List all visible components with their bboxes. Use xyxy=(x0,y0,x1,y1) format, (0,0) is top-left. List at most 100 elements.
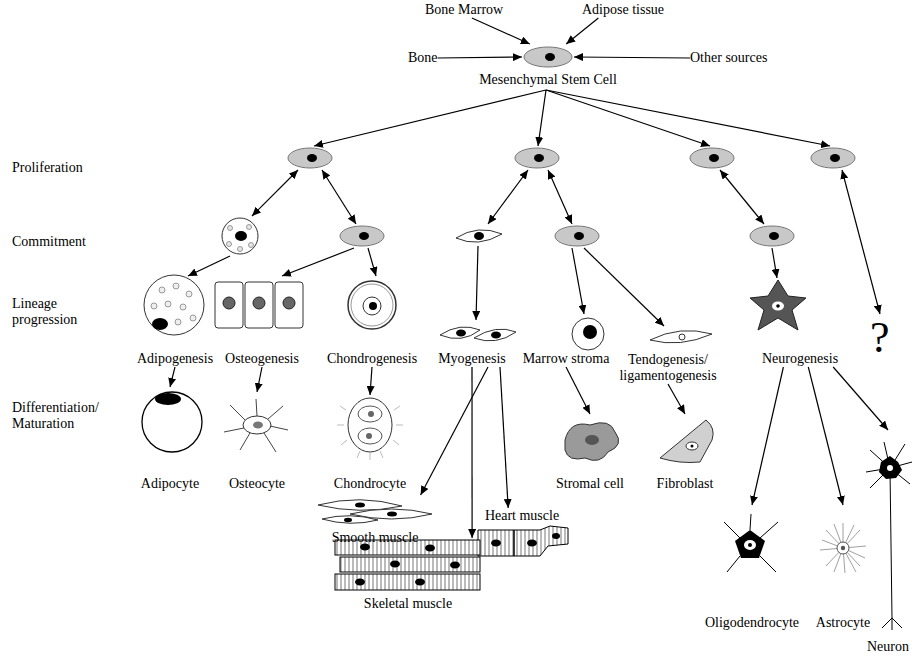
mature-cells-part xyxy=(691,445,694,448)
mature-cells-part xyxy=(425,545,435,552)
progenitor-cells-part xyxy=(772,302,784,311)
unknown-mark: ? xyxy=(870,314,890,362)
node-label: Bone Marrow xyxy=(425,2,503,18)
mature-cells-part-part xyxy=(224,428,244,432)
committed-cells-part xyxy=(555,226,599,246)
progenitor-cells-part xyxy=(351,284,393,326)
mature-cells-part-part xyxy=(727,556,740,572)
node-label: Adipogenesis xyxy=(137,351,213,367)
mature-cells-part-part xyxy=(270,426,288,430)
progenitor-cells-part xyxy=(215,282,243,328)
mature-cells-part-part xyxy=(882,618,892,628)
progenitor-cells-part xyxy=(650,331,712,343)
mature-cells-part xyxy=(335,574,480,590)
mature-cell: Fibroblast xyxy=(654,414,717,492)
mature-cells-part xyxy=(368,411,374,417)
mature-cells-part-part xyxy=(724,522,740,538)
lineage-arrows-part xyxy=(322,170,356,224)
node-label: Marrow stroma xyxy=(523,351,610,367)
mature-cells-part xyxy=(450,562,460,569)
proliferation-cells-part xyxy=(690,148,734,168)
mature-cells-part xyxy=(390,561,400,568)
committed-cells-part xyxy=(249,243,254,248)
mature-cells-part-part xyxy=(760,522,778,538)
mature-cells-part-part xyxy=(394,406,400,410)
arrow-connector xyxy=(471,367,472,538)
progenitor-cells-part xyxy=(173,283,179,289)
stem-cell-drawing xyxy=(524,47,572,67)
arrow-connector xyxy=(668,384,685,414)
lineage-arrows-part xyxy=(476,246,478,320)
progenitor-cells xyxy=(144,275,806,350)
progenitor-cells-part xyxy=(253,297,265,309)
node-label: Chondrogenesis xyxy=(327,351,417,367)
progenitor-cells-part xyxy=(165,301,171,307)
lineage-arrows-part xyxy=(842,170,880,314)
progenitor-cells-part xyxy=(348,281,396,329)
mature-cells-part-part xyxy=(256,399,257,416)
progenitor-cells-part xyxy=(456,330,466,337)
node-label: Tendogenesis/ ligamentogenesis xyxy=(612,352,724,384)
row-label: Differentiation/ Maturation xyxy=(12,400,122,432)
lineage-arrows-part xyxy=(584,248,664,326)
mature-cells-part xyxy=(478,526,568,556)
node-label: Skeletal muscle xyxy=(364,596,452,612)
progenitor-cells-part xyxy=(180,304,186,310)
mature-cells-part-part xyxy=(393,440,399,445)
mature-cells-part xyxy=(837,542,849,554)
stem-cell: Mesenchymal Stem Cell xyxy=(522,44,574,70)
committed-cells-part xyxy=(247,225,252,230)
node-label: Bone xyxy=(408,50,438,66)
mature-cells-part-part xyxy=(892,618,893,630)
source-label: Bone Marrow xyxy=(425,2,503,18)
mature-cells-part-part xyxy=(370,453,371,460)
mature-cells-part xyxy=(866,442,912,630)
mature-cells-part xyxy=(841,546,845,550)
committed-cells-part xyxy=(227,242,232,247)
mature-cells-part-part xyxy=(357,451,360,458)
proliferation-cells xyxy=(288,148,855,168)
progenitor-cells-part xyxy=(152,318,168,330)
mature-cells-part xyxy=(322,516,378,524)
mature-cells-part-part xyxy=(341,440,347,445)
mature-cells-part-part xyxy=(890,470,892,618)
mature-cells-part xyxy=(744,540,756,550)
lineage-stage: Adipogenesis xyxy=(134,270,217,367)
lineage-stage: Osteogenesis xyxy=(216,276,308,367)
mature-cells-part xyxy=(527,540,537,547)
node-label: Osteogenesis xyxy=(225,351,299,367)
progenitor-cells-part xyxy=(151,303,157,309)
row-label: Commitment xyxy=(12,234,86,250)
proliferation-cells-part xyxy=(534,154,544,162)
committed-cells-part xyxy=(359,232,369,240)
mature-cell: Smooth muscle xyxy=(318,495,432,546)
arrow-connector xyxy=(421,367,488,495)
progenitor-cells-part xyxy=(572,318,604,350)
mature-cells-part-part xyxy=(240,433,250,450)
committed-cells-part xyxy=(235,231,247,241)
mature-cells-part xyxy=(552,533,560,539)
mature-cells-part xyxy=(344,518,352,522)
progenitor-cells-part xyxy=(440,327,480,339)
progenitor-cells-part xyxy=(275,282,303,328)
mature-cells-part xyxy=(735,530,765,558)
mature-cells-part-part xyxy=(380,451,383,458)
mature-cell: Osteocyte xyxy=(222,392,292,492)
progenitor-cells-part xyxy=(245,282,273,328)
lineage-arrows-part xyxy=(546,90,830,146)
lineage-arrows-part xyxy=(488,170,528,224)
mature-cells-part xyxy=(355,503,365,508)
mature-cells-part xyxy=(358,406,382,422)
progenitor-cells-part xyxy=(776,304,780,308)
proliferation-cells-part xyxy=(288,148,332,168)
progenitor-cells-part xyxy=(144,275,204,335)
progenitor-cells-part xyxy=(474,329,516,341)
lineage-arrows-part xyxy=(252,170,298,216)
node-label: Myogenesis xyxy=(438,351,506,367)
node-label: Adipocyte xyxy=(141,476,199,492)
proliferation-cells-part xyxy=(830,154,840,162)
node-label: Osteocyte xyxy=(229,476,285,492)
arrow-connector xyxy=(752,367,783,505)
arrow-connector xyxy=(566,18,598,44)
